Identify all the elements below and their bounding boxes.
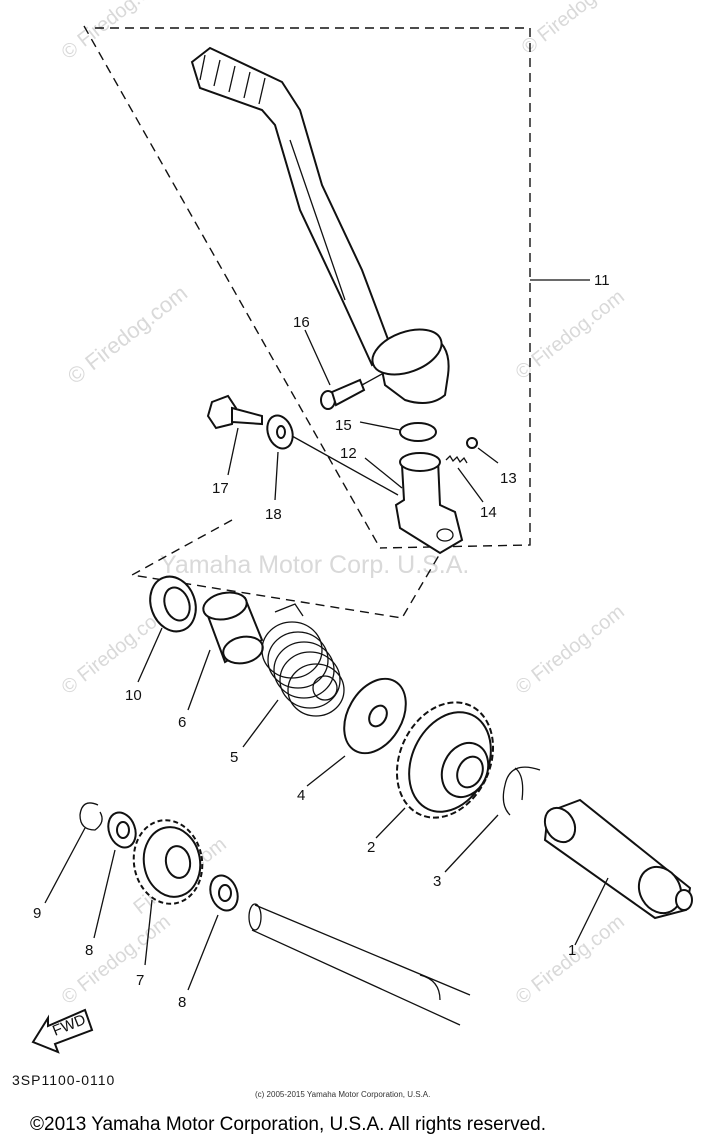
watermark-left-main: © Firedog.com [63,280,192,389]
circlip-3 [502,766,541,816]
small-copyright: (c) 2005-2015 Yamaha Motor Corporation, … [255,1090,430,1099]
callout-18: 18 [265,506,282,523]
callout-11: 11 [594,272,610,289]
bolt-17 [206,394,263,430]
watermark-bottom-right: © Firedog.com [512,911,629,1009]
callout-10: 10 [125,687,142,704]
o-ring-15 [399,422,437,442]
callout-13: 13 [500,470,517,487]
washer-8-upper [107,811,137,849]
callout-3: 3 [433,873,441,890]
kick-axle-1 [543,798,693,920]
callout-6: 6 [178,714,186,731]
callout-15: 15 [335,417,352,434]
watermark-top-right: © Firedog.com [518,0,635,59]
outline-upper [95,27,531,549]
callout-9: 9 [33,905,41,922]
callout-7: 7 [136,972,144,989]
circlip-9 [79,802,103,831]
callout-17: 17 [212,480,229,497]
lower-shaft [248,903,471,1026]
bolt-16 [320,373,383,410]
callout-4: 4 [297,787,305,804]
spring-14 [445,454,468,464]
callout-8-lower: 8 [178,994,186,1011]
washer-4 [343,677,407,755]
watermark-top-left: © Firedog.com [58,0,175,64]
assembly-outline [83,25,590,619]
callout-16: 16 [293,314,310,331]
callout-8-upper: 8 [85,942,93,959]
callout-5: 5 [230,749,238,766]
washer-8-lower [209,874,239,912]
outline-diagonal [83,25,381,549]
callouts: 1 2 3 4 5 6 7 8 8 9 10 11 12 13 14 15 16… [33,272,610,1011]
fwd-arrow: FWD [31,1008,94,1054]
kick-gear-2 [395,701,495,819]
oil-seal-10 [149,575,197,633]
callout-2: 2 [367,839,375,856]
footer-copyright: ©2013 Yamaha Motor Corporation, U.S.A. A… [30,1114,546,1135]
callout-14: 14 [480,504,497,521]
callout-1: 1 [568,942,576,959]
washer-18 [266,414,399,496]
ball-13 [466,437,478,449]
watermark-bottom-left: © Firedog.com [58,911,175,1009]
collar-6 [202,591,264,665]
diagram-code: 3SP1100-0110 [12,1072,115,1088]
callout-12: 12 [340,445,357,462]
kick-crank-lever [190,46,450,405]
idle-gear-7 [132,819,204,905]
watermark-center: Yamaha Motor Corp. U.S.A. [160,551,469,579]
watermark-right-lower: © Firedog.com [512,601,629,699]
torsion-spring-5 [261,603,345,717]
watermark-right-mid: © Firedog.com [512,286,629,384]
kick-boss-12 [394,452,464,555]
leader-lines [44,329,609,991]
